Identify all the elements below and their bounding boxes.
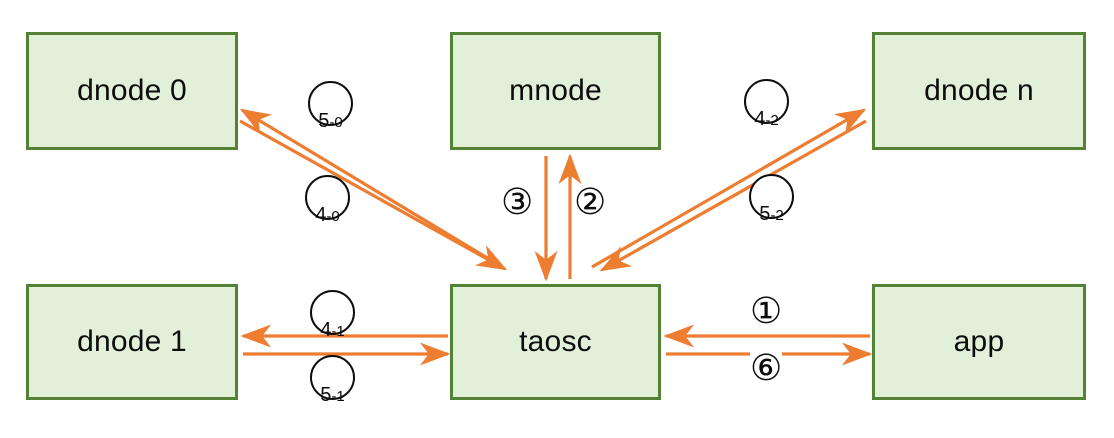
badge-5-1: 5-1 bbox=[310, 355, 355, 405]
node-mnode[interactable]: mnode bbox=[450, 32, 661, 150]
badge-4-2: 4-2 bbox=[744, 79, 789, 129]
edge-4-2 bbox=[591, 108, 867, 269]
badge-minor: -1 bbox=[331, 388, 345, 405]
badge-minor: -2 bbox=[770, 207, 784, 224]
badge-4-1: 4-1 bbox=[310, 290, 355, 340]
badge-major: 5 bbox=[318, 110, 330, 132]
node-label: dnode 1 bbox=[77, 325, 187, 358]
badge-major: 5 bbox=[759, 203, 771, 225]
badge-5-2: 5-2 bbox=[749, 174, 794, 224]
badge-6: ⑥ bbox=[750, 348, 783, 389]
edge-4-0 bbox=[239, 119, 508, 271]
node-label: mnode bbox=[509, 74, 602, 107]
node-label: app bbox=[953, 325, 1005, 358]
edge-5-2 bbox=[599, 119, 867, 272]
edge-5-0 bbox=[239, 108, 495, 264]
node-dnode-0[interactable]: dnode 0 bbox=[26, 32, 238, 150]
badge-major: 5 bbox=[320, 384, 332, 406]
badge-minor: -0 bbox=[326, 208, 340, 225]
badge-2: ② bbox=[574, 182, 607, 223]
node-label: taosc bbox=[519, 325, 592, 358]
badge-5-0: 5-0 bbox=[308, 81, 353, 131]
badge-4-0: 4-0 bbox=[305, 175, 350, 225]
node-dnode-n[interactable]: dnode n bbox=[872, 32, 1086, 150]
badge-minor: -1 bbox=[331, 323, 345, 340]
badge-major: 4 bbox=[315, 204, 327, 226]
node-app[interactable]: app bbox=[872, 284, 1086, 400]
badge-minor: -0 bbox=[329, 114, 343, 131]
badge-minor: -2 bbox=[765, 112, 779, 129]
node-taosc[interactable]: taosc bbox=[450, 284, 661, 400]
node-label: dnode n bbox=[924, 74, 1034, 107]
node-label: dnode 0 bbox=[77, 74, 187, 107]
badge-major: 4 bbox=[320, 319, 332, 341]
badge-1: ① bbox=[750, 291, 783, 332]
badge-major: 4 bbox=[754, 108, 766, 130]
node-dnode-1[interactable]: dnode 1 bbox=[26, 284, 238, 400]
badge-3: ③ bbox=[501, 182, 534, 223]
